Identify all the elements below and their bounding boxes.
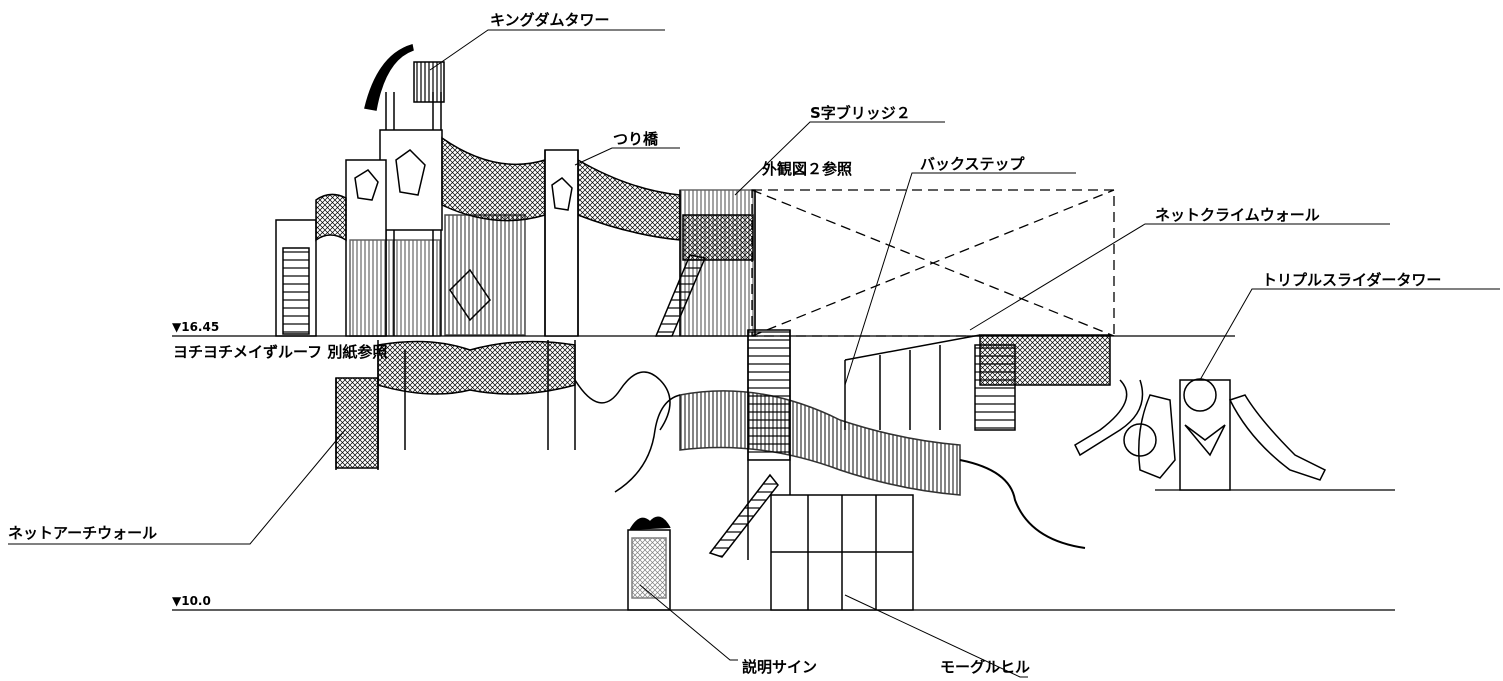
triple-slider-tower — [1074, 378, 1327, 491]
label-maze-roof-reference: ヨチヨチメイずルーフ 別紙参照 — [173, 343, 388, 361]
label-s-bridge: S字ブリッジ２ — [810, 104, 911, 122]
label-net-climb-wall: ネットクライムウォール — [1155, 206, 1320, 224]
label-triple-slider-tower: トリプルスライダータワー — [1262, 271, 1442, 289]
label-suspension-bridge: つり橋 — [613, 130, 659, 148]
bridge-net-right — [577, 158, 681, 241]
tower-flag — [413, 61, 445, 103]
maze-roof — [377, 340, 671, 450]
bridge-net-left — [441, 136, 546, 222]
mogul-hill-block — [770, 494, 914, 611]
label-explanation-sign: 説明サイン — [742, 658, 818, 676]
label-kingdom-tower: キングダムタワー — [490, 11, 610, 29]
level-marker-upper: ▼16.45 — [172, 320, 220, 334]
tower-panel — [379, 129, 443, 231]
net-climb-wall — [844, 334, 1111, 431]
label-back-step: バックステップ — [920, 155, 1025, 173]
reference-box — [751, 189, 1115, 337]
label-net-arch-wall: ネットアーチウォール — [8, 524, 158, 542]
kingdom-tower — [275, 44, 445, 337]
label-mogul-hill: モーグルヒル — [940, 658, 1031, 676]
leader-lines — [8, 29, 1500, 678]
tower-roof-curve — [364, 44, 414, 111]
label-exterior-reference: 外観図２参照 — [762, 160, 853, 178]
central-climber — [614, 329, 1086, 560]
s-bridge-platform — [654, 189, 756, 337]
suspension-bridge — [441, 136, 681, 337]
sign-structure — [627, 516, 671, 611]
level-marker-lower: ▼10.0 — [172, 594, 211, 608]
net-arch-wall — [335, 377, 379, 470]
